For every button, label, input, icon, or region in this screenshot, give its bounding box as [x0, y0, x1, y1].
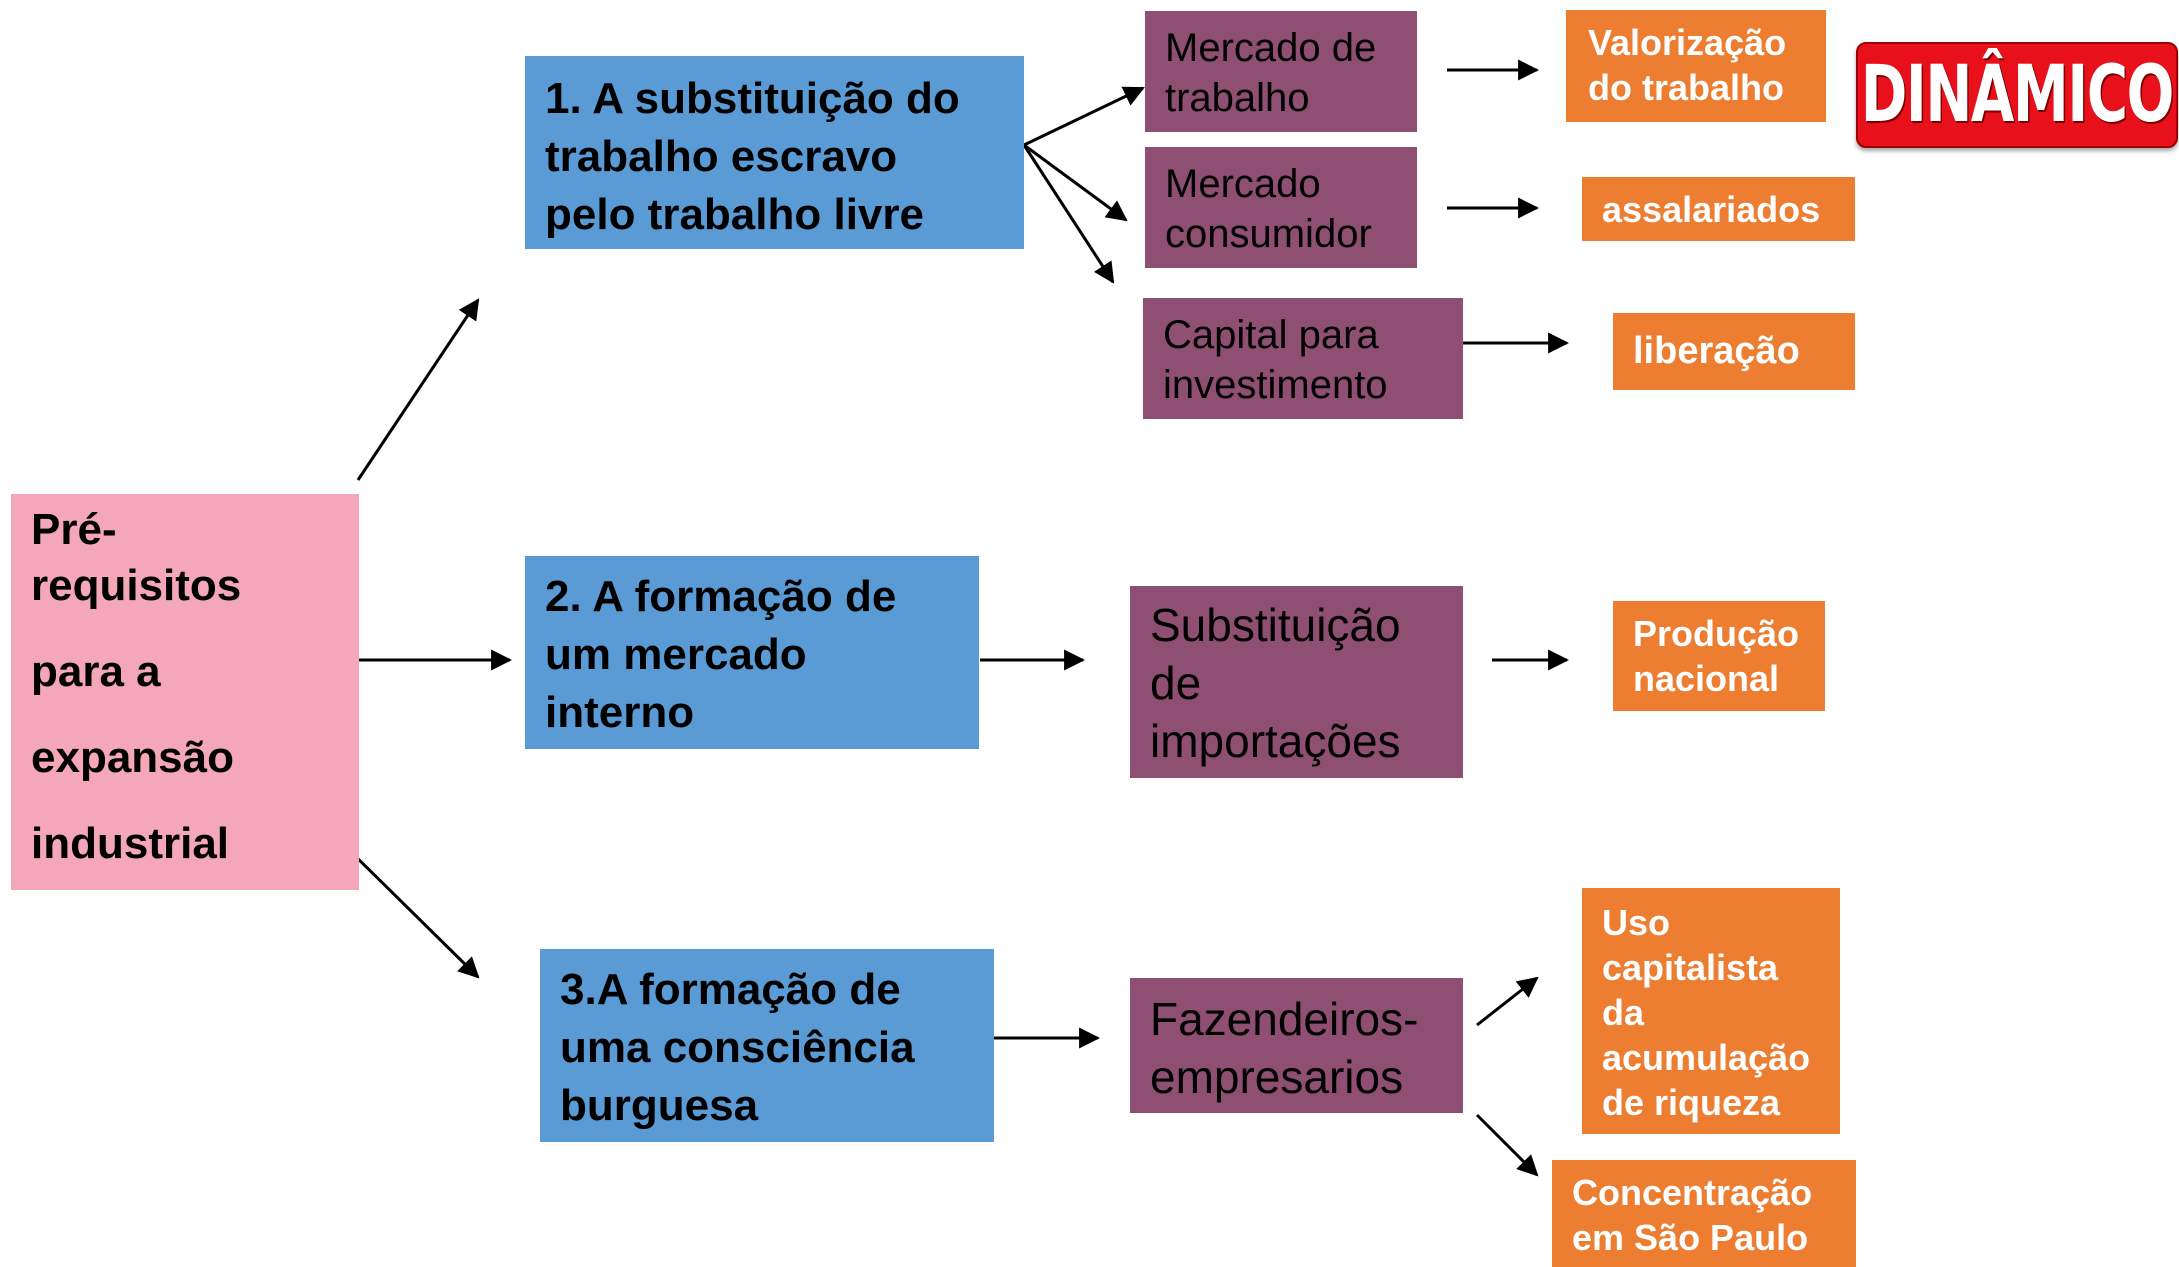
logo-text: DINÂMICO — [1860, 50, 2175, 140]
result-line: capitalista — [1602, 947, 1779, 988]
result-line: assalariados — [1602, 189, 1821, 230]
arrow-branch1-to-capital — [1022, 144, 1115, 284]
root-node: Pré- requisitos para a expansão industri… — [11, 494, 359, 890]
cause-line: empresarios — [1150, 1051, 1404, 1103]
cause-substituicao-importacoes: Substituição de importações — [1130, 586, 1463, 778]
cause-line: trabalho — [1165, 76, 1310, 120]
result-line: Concentração — [1572, 1172, 1813, 1213]
branch-2-node: 2. A formação de um mercado interno — [525, 556, 979, 749]
cause-mercado-consumidor: Mercado consumidor — [1145, 147, 1417, 268]
root-line: para a — [31, 647, 161, 696]
result-liberacao: liberação — [1613, 313, 1855, 390]
branch-3-line: burguesa — [560, 1081, 759, 1130]
cause-line: Substituição — [1150, 599, 1401, 651]
branch-3-line: uma consciência — [560, 1023, 915, 1072]
cause-line: investimento — [1163, 363, 1388, 407]
result-line: nacional — [1633, 658, 1780, 699]
result-line: acumulação — [1602, 1037, 1811, 1078]
result-line: Uso — [1602, 902, 1671, 943]
branch-2-line: um mercado — [545, 630, 807, 679]
cause-line: Capital para — [1163, 313, 1379, 357]
root-line: Pré- — [31, 505, 117, 554]
root-line: requisitos — [31, 561, 242, 610]
branch-1-node: 1. A substituição do trabalho escravo pe… — [525, 56, 1024, 249]
branch-3-node: 3.A formação de uma consciência burguesa — [540, 949, 994, 1142]
root-line: expansão — [31, 733, 234, 782]
branch-1-line: 1. A substituição do — [545, 74, 960, 123]
result-line: Produção — [1633, 613, 1800, 654]
branch-1-line: trabalho escravo — [545, 132, 898, 181]
result-line: liberação — [1633, 330, 1800, 372]
cause-mercado-trabalho: Mercado de trabalho — [1145, 11, 1417, 132]
arrow-root-to-branch-1 — [356, 298, 480, 481]
cause-line: Mercado — [1165, 162, 1321, 206]
arrow-fazendeiros-to-concentracao — [1475, 1113, 1539, 1177]
arrow-branch1-to-mercado-trabalho — [1023, 86, 1145, 147]
branch-2-line: interno — [545, 688, 695, 737]
cause-fazendeiros-empresarios: Fazendeiros- empresarios — [1130, 978, 1463, 1113]
result-producao-nacional: Produção nacional — [1613, 601, 1825, 711]
result-line: em São Paulo — [1572, 1217, 1809, 1258]
arrow-fazendeiros-to-uso-capitalista — [1476, 976, 1539, 1027]
result-line: do trabalho — [1588, 67, 1784, 108]
result-line: de riqueza — [1602, 1082, 1781, 1123]
cause-line: de — [1150, 657, 1202, 709]
cause-line: consumidor — [1165, 212, 1372, 256]
cause-line: Fazendeiros- — [1150, 993, 1419, 1045]
result-uso-capitalista: Uso capitalista da acumulação de riqueza — [1582, 888, 1840, 1134]
branch-1-line: pelo trabalho livre — [545, 190, 924, 239]
cause-line: Mercado de — [1165, 26, 1377, 70]
branch-2-line: 2. A formação de — [545, 572, 897, 621]
result-assalariados: assalariados — [1582, 177, 1855, 241]
result-line: da — [1602, 992, 1645, 1033]
cause-line: importações — [1150, 715, 1401, 767]
result-valorizacao: Valorização do trabalho — [1566, 10, 1826, 122]
root-line: industrial — [31, 819, 230, 868]
result-line: Valorização — [1588, 22, 1787, 63]
arrow-branch1-to-mercado-consumidor — [1023, 143, 1128, 222]
dinamico-logo: DINÂMICO — [1856, 42, 2178, 148]
branch-3-line: 3.A formação de — [560, 965, 901, 1014]
result-concentracao-sao-paulo: Concentração em São Paulo — [1552, 1160, 1856, 1267]
arrow-root-to-branch-3 — [342, 843, 480, 979]
cause-capital-investimento: Capital para investimento — [1143, 298, 1463, 419]
